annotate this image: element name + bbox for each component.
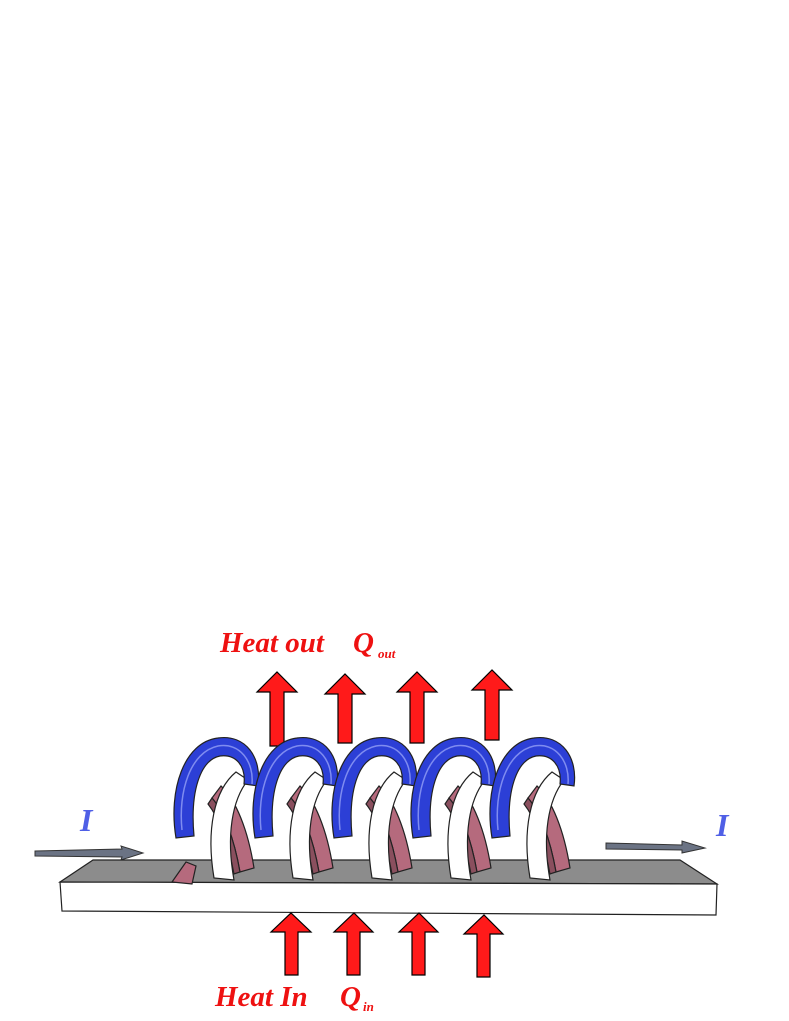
coil-front-strip xyxy=(526,771,565,881)
q-out-symbol: Q xyxy=(353,627,374,659)
coil-loops xyxy=(170,737,576,885)
coil-end-foot xyxy=(170,861,197,885)
coil-loop xyxy=(410,737,497,881)
coil-arch-highlight xyxy=(496,744,569,831)
heat-out-arrow xyxy=(255,671,299,747)
current-left-label: I xyxy=(79,802,94,838)
coil-arch-highlight xyxy=(338,744,411,831)
coil-front-strip xyxy=(210,771,249,881)
coil-front-strip xyxy=(289,771,328,881)
heat-out-label: Heat out Q out xyxy=(219,627,396,661)
heat-in-arrow xyxy=(397,912,440,976)
heat-out-text: Heat out xyxy=(219,627,325,659)
heat-out-arrows xyxy=(255,669,514,747)
coil-loop xyxy=(173,737,260,881)
q-in-subscript: in xyxy=(363,999,374,1014)
heat-in-arrow xyxy=(269,912,313,976)
current-left: I xyxy=(34,802,145,861)
heat-in-arrow xyxy=(462,914,505,978)
substrate-front-face xyxy=(59,881,718,916)
current-right-arrow xyxy=(605,840,707,854)
heat-out-arrow xyxy=(323,673,367,744)
coil-loop xyxy=(489,737,576,881)
q-out-subscript: out xyxy=(378,646,396,661)
q-in-symbol: Q xyxy=(340,981,361,1013)
heat-in-text: Heat In xyxy=(214,981,308,1013)
coil-loop xyxy=(252,737,339,881)
current-left-arrow xyxy=(34,845,145,861)
heat-in-arrow xyxy=(332,912,375,976)
coil-arch-highlight xyxy=(259,744,332,831)
coil-arch-highlight xyxy=(417,744,490,831)
coil-arch-highlight xyxy=(180,744,253,831)
current-right: I xyxy=(605,807,730,854)
current-right-label: I xyxy=(715,807,730,843)
coil-front-strip xyxy=(447,771,486,881)
coil-loop xyxy=(331,737,418,881)
coil-front-strip xyxy=(368,771,407,881)
heat-in-arrows xyxy=(269,912,505,978)
heat-out-arrow xyxy=(395,671,439,744)
heat-in-label: Heat In Q in xyxy=(214,981,374,1014)
heat-out-arrow xyxy=(470,669,514,741)
